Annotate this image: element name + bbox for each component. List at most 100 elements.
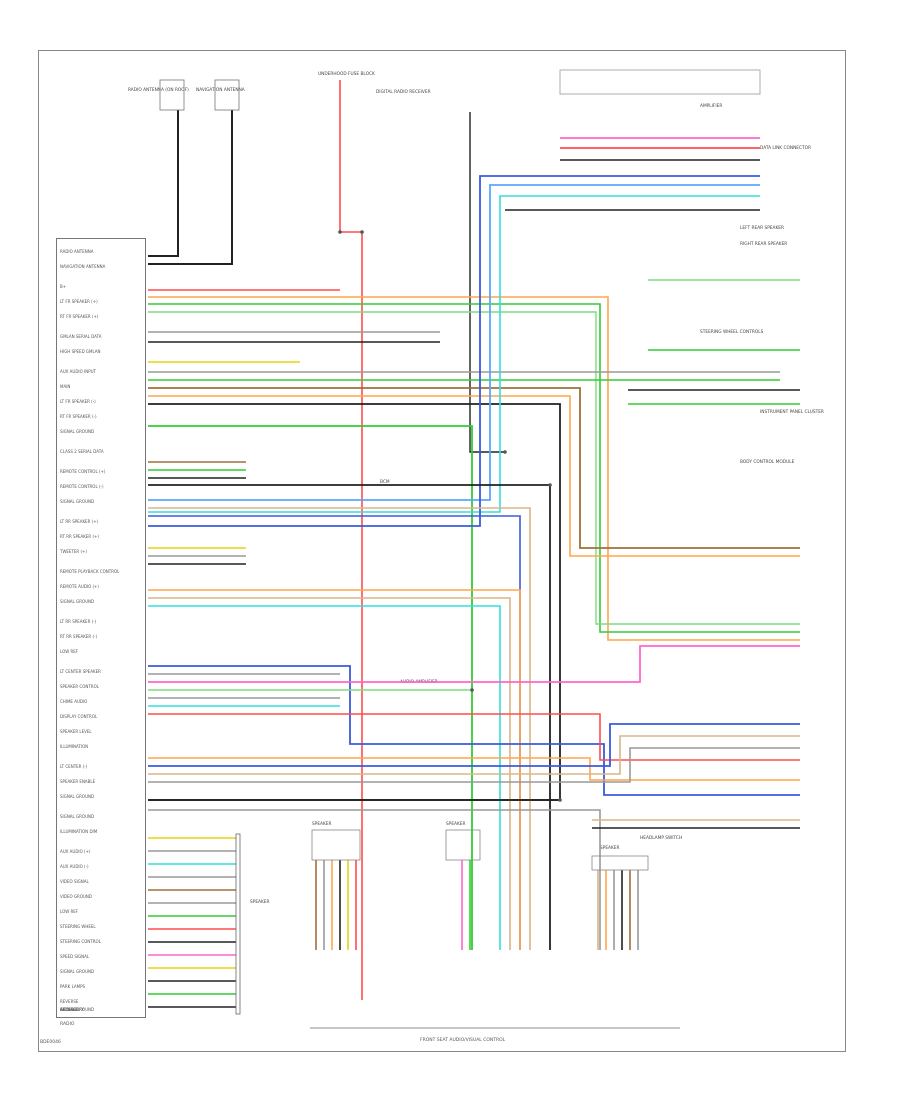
wire bbox=[148, 665, 800, 796]
speaker-module-label: SPEAKER bbox=[250, 900, 270, 905]
wire bbox=[148, 296, 800, 641]
speaker-module-label: SPEAKER bbox=[446, 822, 466, 827]
steering-controls-label: STEERING WHEEL CONTROLS bbox=[700, 330, 764, 335]
radio-pin-label: LT FR SPEAKER (+) bbox=[60, 299, 98, 304]
bcm-label: BODY CONTROL MODULE bbox=[740, 460, 795, 465]
bottom-caption: FRONT SEAT AUDIO/VISUAL CONTROL bbox=[420, 1038, 506, 1043]
splice-point bbox=[470, 688, 474, 692]
splice-point bbox=[338, 230, 342, 234]
antenna-cable bbox=[148, 110, 179, 257]
radio-module bbox=[56, 238, 146, 1018]
cluster-label: INSTRUMENT PANEL CLUSTER bbox=[760, 410, 824, 415]
radio-pin-label: ILLUMINATION bbox=[60, 744, 89, 749]
radio-pin-label: LT FR SPEAKER (-) bbox=[60, 399, 96, 404]
wire bbox=[148, 713, 800, 761]
wire bbox=[148, 395, 800, 557]
radio-pin-label: SIGNAL GROUND bbox=[60, 429, 95, 434]
connector-box bbox=[235, 833, 241, 1015]
fuse-block-label: UNDERHOOD FUSE BLOCK bbox=[318, 72, 375, 77]
wire bbox=[148, 723, 800, 767]
radio-pin-label: LT CENTER SPEAKER bbox=[60, 669, 101, 674]
radio-pin-label: GMLAN SERIAL DATA bbox=[60, 334, 102, 339]
splice-point bbox=[360, 230, 364, 234]
antenna-label: NAVIGATION ANTENNA bbox=[196, 88, 245, 93]
radio-pin-label: ILLUMINATION DIM bbox=[60, 829, 98, 834]
radio-pin-label: DISPLAY CONTROL bbox=[60, 714, 98, 719]
radio-pin-label: ACCESSORY bbox=[60, 1007, 84, 1012]
radio-pin-label: STEERING CONTROL bbox=[60, 939, 101, 944]
radio-pin-label: RT RR SPEAKER (+) bbox=[60, 534, 99, 539]
radio-pin-label: SIGNAL GROUND bbox=[60, 814, 95, 819]
wire bbox=[148, 809, 601, 950]
radio-pin-label: SIGNAL GROUND bbox=[60, 794, 95, 799]
radio-pin-label: LT RR SPEAKER (-) bbox=[60, 619, 97, 624]
wire bbox=[148, 175, 760, 527]
wire bbox=[148, 515, 521, 950]
speaker-connector bbox=[311, 829, 361, 861]
wire bbox=[148, 425, 473, 950]
radio-name: RADIO bbox=[60, 1022, 75, 1027]
radio-pin-label: RT FR SPEAKER (-) bbox=[60, 414, 97, 419]
radio-pin-label: RADIO ANTENNA bbox=[60, 249, 94, 254]
wire bbox=[148, 589, 521, 950]
radio-pin-label: TWEETER (+) bbox=[60, 549, 87, 554]
radio-pin-label: SIGNAL GROUND bbox=[60, 499, 95, 504]
amplifier-label: AMPLIFIER bbox=[700, 104, 723, 109]
bcm-center-label: BCM bbox=[380, 480, 390, 485]
wire bbox=[148, 387, 800, 549]
radio-pin-label: HIGH SPEED GMLAN bbox=[60, 349, 101, 354]
radio-pin-label: REVERSE bbox=[60, 999, 79, 1004]
radio-pin-label: VIDEO SIGNAL bbox=[60, 879, 89, 884]
figure-id: BDE0046 bbox=[40, 1040, 61, 1045]
radio-pin-label: SPEAKER ENABLE bbox=[60, 779, 96, 784]
antenna-symbol bbox=[214, 79, 240, 111]
radio-pin-label: SIGNAL GROUND bbox=[60, 599, 95, 604]
radio-pin-label: SPEAKER LEVEL bbox=[60, 729, 92, 734]
radio-pin-label: VIDEO GROUND bbox=[60, 894, 92, 899]
radio-pin-label: AUX AUDIO (+) bbox=[60, 849, 91, 854]
wire bbox=[148, 597, 511, 950]
radio-pin-label: REMOTE CONTROL (-) bbox=[60, 484, 104, 489]
left-rear-speaker-label: LEFT REAR SPEAKER bbox=[740, 226, 784, 231]
radio-pin-label: LT RR SPEAKER (+) bbox=[60, 519, 99, 524]
power-feed-wire bbox=[339, 80, 363, 1000]
wire bbox=[148, 303, 800, 633]
speaker-module-label: SPEAKER bbox=[600, 846, 620, 851]
radio-pin-label: SPEED SIGNAL bbox=[60, 954, 90, 959]
radio-pin-label: SIGNAL GROUND bbox=[60, 1007, 95, 1012]
radio-pin-label: LOW REF bbox=[60, 909, 79, 914]
speaker-module-label: SPEAKER bbox=[312, 822, 332, 827]
radio-pin-label: GROUND bbox=[60, 1007, 79, 1012]
radio-pin-label: LOW REF bbox=[60, 649, 79, 654]
wire bbox=[148, 195, 760, 513]
speaker-connector bbox=[591, 855, 649, 871]
wire bbox=[148, 184, 760, 501]
radio-pin-label: CLASS 2 SERIAL DATA bbox=[60, 449, 104, 454]
wire bbox=[148, 605, 501, 950]
wire bbox=[469, 112, 505, 453]
radio-pin-label: B+ bbox=[60, 284, 67, 289]
radio-pin-label: NAVIGATION ANTENNA bbox=[60, 264, 106, 269]
diagram-frame bbox=[38, 50, 846, 1052]
wire bbox=[148, 403, 561, 801]
radio-pin-label: SIGNAL GROUND bbox=[60, 969, 95, 974]
radio-pin-label: SPEAKER CONTROL bbox=[60, 684, 99, 689]
wire bbox=[148, 484, 551, 950]
wire bbox=[148, 311, 800, 625]
radio-pin-label: RT RR SPEAKER (-) bbox=[60, 634, 98, 639]
antenna-cable bbox=[148, 110, 233, 265]
antenna-label: RADIO ANTENNA (ON ROOF) bbox=[128, 88, 189, 93]
wire bbox=[148, 747, 800, 783]
radio-pin-label: REMOTE AUDIO (+) bbox=[60, 584, 99, 589]
splice-point bbox=[558, 798, 562, 802]
antenna-symbol bbox=[159, 79, 185, 111]
amplifier-connector bbox=[559, 69, 761, 95]
wire bbox=[148, 735, 800, 775]
splice-point bbox=[548, 483, 552, 487]
radio-pin-label: STEERING WHEEL bbox=[60, 924, 96, 929]
radio-pin-label: RT FR SPEAKER (+) bbox=[60, 314, 99, 319]
radio-pin-label: AUX AUDIO (-) bbox=[60, 864, 89, 869]
wire bbox=[148, 645, 800, 683]
radio-pin-label: LT CENTER (-) bbox=[60, 764, 88, 769]
